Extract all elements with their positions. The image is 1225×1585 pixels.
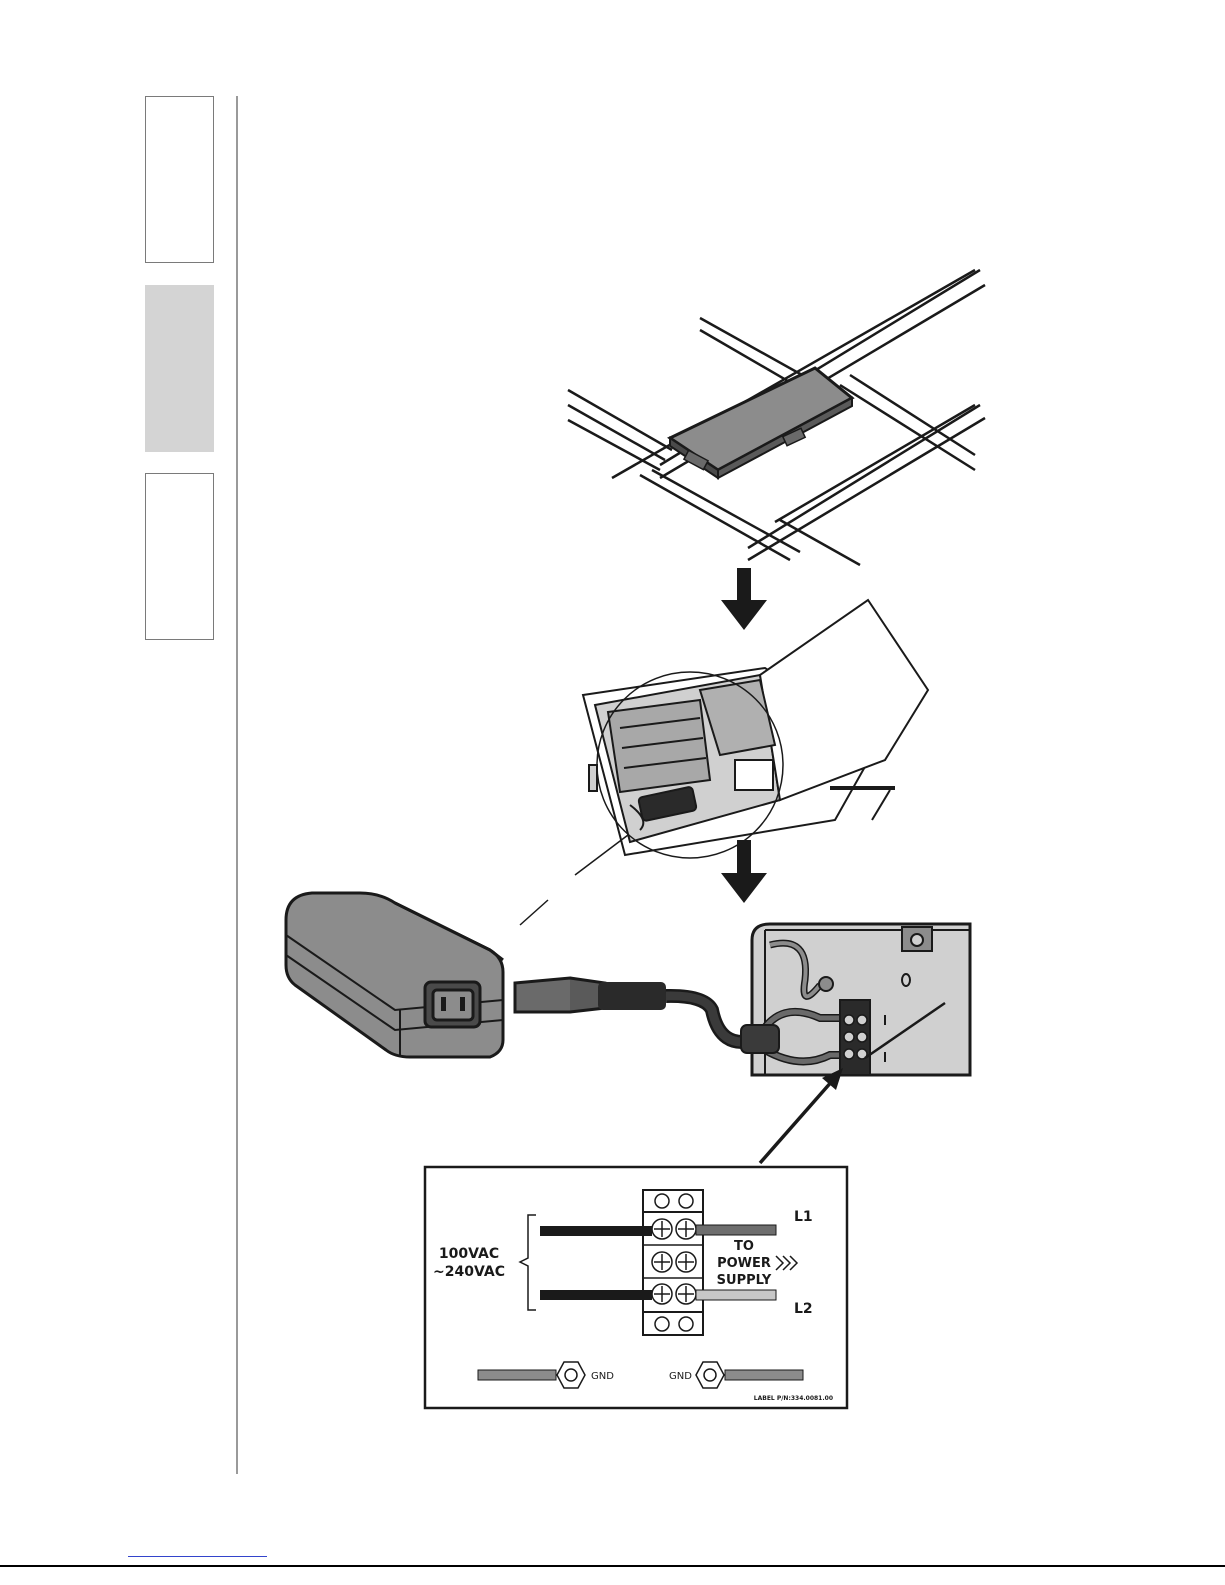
gnd-nut-right-icon — [696, 1362, 724, 1388]
pointer-arrow-icon — [760, 1068, 843, 1163]
wiring-label-box: 100VAC ~240VAC L1 L2 TO POWER SUPPLY GND… — [425, 1167, 847, 1408]
voltage-label-line1: 100VAC — [439, 1246, 499, 1262]
output-wire-l1 — [696, 1225, 776, 1235]
footer-link-underline[interactable] — [128, 1556, 267, 1557]
terminal-enclosure-closeup — [741, 924, 970, 1075]
footer-rule — [0, 1565, 1225, 1567]
l2-label: L2 — [794, 1301, 813, 1317]
part-number-label: LABEL P/N:334.0081.00 — [754, 1395, 833, 1402]
gnd-nut-left-icon — [557, 1362, 585, 1388]
input-wire-l2 — [540, 1290, 652, 1300]
input-wire-l1 — [540, 1226, 652, 1236]
to-power-supply-label-2: POWER — [717, 1256, 771, 1271]
power-supply-illustration — [286, 893, 503, 1057]
output-wire-l2 — [696, 1290, 776, 1300]
l1-label: L1 — [794, 1209, 813, 1225]
to-power-supply-label-3: SUPPLY — [717, 1273, 772, 1288]
gnd-label-right: GND — [669, 1371, 692, 1382]
gnd-label-left: GND — [591, 1371, 614, 1382]
ceiling-panel — [670, 368, 852, 478]
to-power-supply-label-1: TO — [734, 1239, 754, 1254]
down-arrow-icon — [721, 568, 767, 630]
voltage-label-line2: ~240VAC — [433, 1264, 505, 1280]
gnd-wire-right — [725, 1370, 803, 1380]
gnd-wire-left — [478, 1370, 556, 1380]
power-cord-illustration — [515, 978, 755, 1042]
